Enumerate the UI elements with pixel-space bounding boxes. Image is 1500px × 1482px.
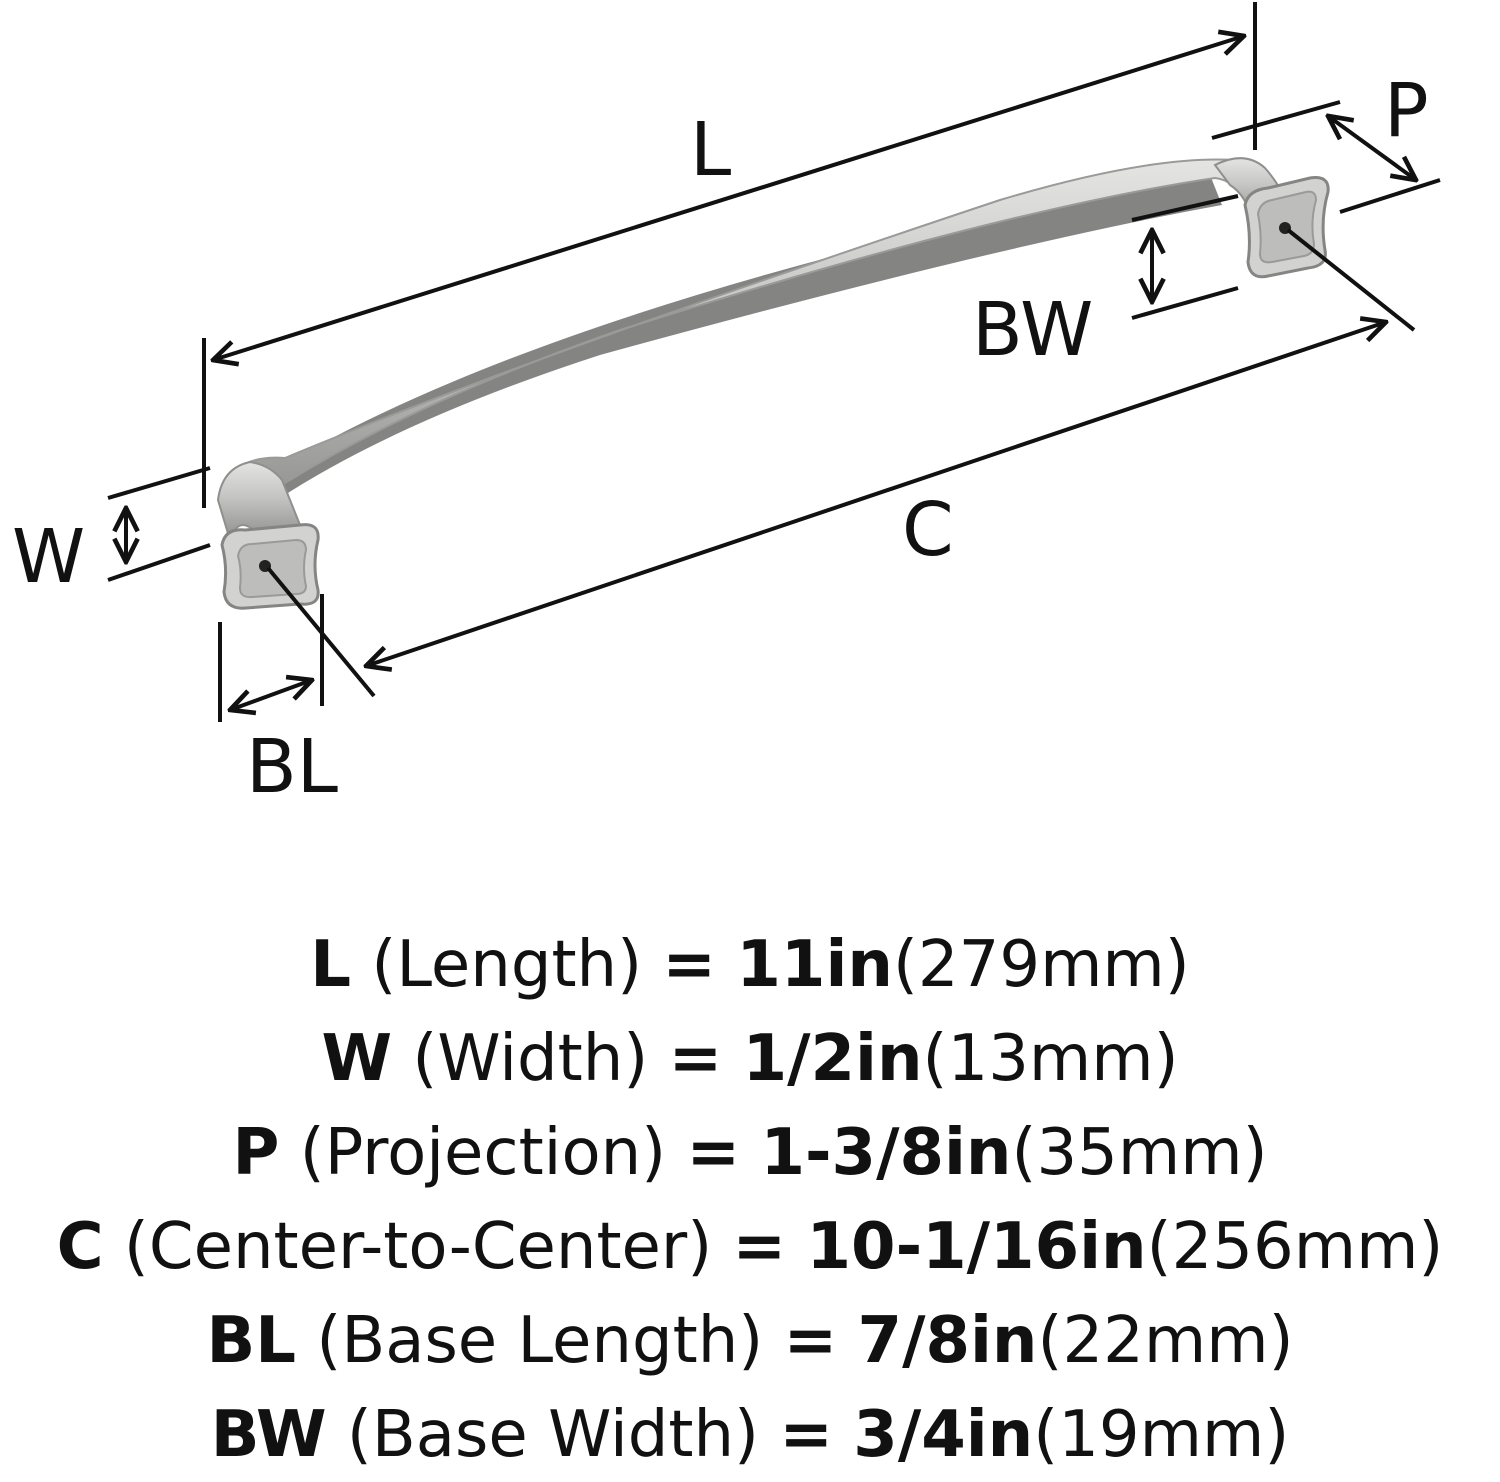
label-bl: BL	[246, 724, 338, 810]
base-length-dimension: BL	[218, 594, 338, 810]
width-dimension: W	[12, 466, 211, 600]
spec-width: W (Width) = 1/2in(13mm)	[321, 1022, 1179, 1096]
label-bw: BW	[972, 287, 1093, 373]
spec-center-to-center: C (Center-to-Center) = 10-1/16in(256mm)	[56, 1210, 1444, 1284]
label-w: W	[12, 514, 85, 600]
spec-base-width: BW (Base Width) = 3/4in(19mm)	[210, 1398, 1290, 1472]
dimension-diagram: L W P BW C BL	[12, 2, 1441, 810]
label-l: L	[690, 107, 731, 193]
label-p: P	[1384, 68, 1429, 154]
cabinet-pull-handle	[216, 157, 1330, 610]
projection-dimension: P	[1211, 68, 1441, 214]
center-to-center-dimension: C	[266, 228, 1416, 698]
spec-projection: P (Projection) = 1-3/8in(35mm)	[232, 1116, 1268, 1190]
spec-length: L (Length) = 11in(279mm)	[310, 928, 1190, 1002]
dimension-spec-list: L (Length) = 11in(279mm) W (Width) = 1/2…	[0, 918, 1500, 1482]
spec-base-length: BL (Base Length) = 7/8in(22mm)	[206, 1304, 1294, 1378]
label-c: C	[902, 487, 954, 573]
